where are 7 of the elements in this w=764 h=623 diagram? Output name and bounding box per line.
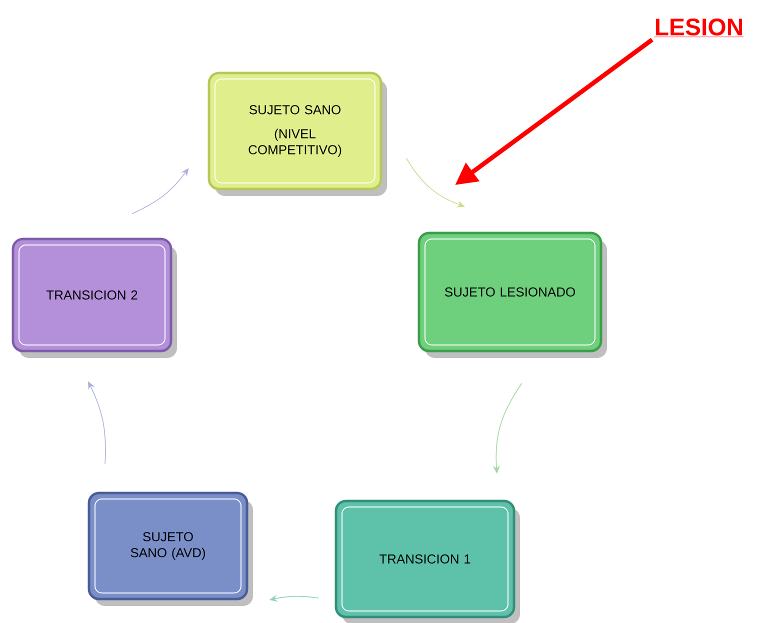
arrow xyxy=(132,168,189,214)
process-box: TRANSICION 2 xyxy=(12,238,177,358)
process-box: SUJETO SANO (NIVEL COMPETITIVO) xyxy=(208,72,387,196)
process-box: TRANSICION 1 xyxy=(334,500,520,623)
process-box: SUJETO LESIONADO xyxy=(418,232,607,358)
process-box: SUJETO SANO (AVD) xyxy=(88,492,253,606)
callout-label: LESION xyxy=(654,18,744,38)
